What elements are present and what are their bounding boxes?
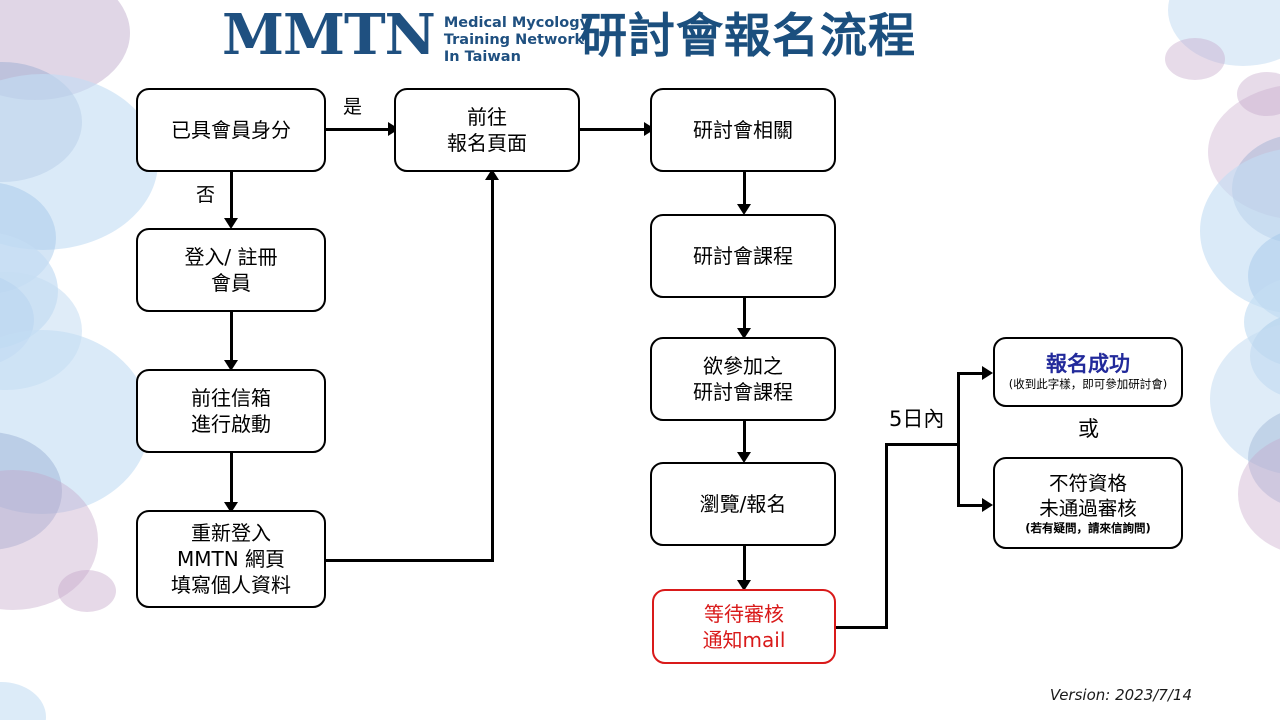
node-await-review[interactable]: 等待審核 通知mail [652,589,836,664]
connector-relogin-elbow-h [326,559,494,562]
connector-await-elbow-v1 [885,443,888,629]
bubble-decoration [0,432,62,550]
node-line: 研討會課程 [693,380,793,404]
bubble-decoration [1232,134,1280,244]
bubble-decoration [0,330,150,514]
node-line: 瀏覽/報名 [699,492,787,516]
arrowhead-down [737,452,751,463]
bubble-decoration [0,232,58,350]
node-browse-signup[interactable]: 瀏覽/報名 [650,462,836,546]
node-line: 登入/ 註冊 [184,245,278,269]
bubble-decoration [0,470,98,610]
bubble-decoration [1244,276,1280,368]
bubble-decoration [1165,38,1225,80]
bubble-decoration [58,570,116,612]
logo-subtitle-line: Training Network [443,32,585,48]
connector-to-rejected [957,504,989,507]
logo-subtitle-line: Medical Mycology [443,15,590,31]
bubble-decoration [0,182,56,294]
bubble-decoration [1238,432,1280,556]
bubble-decoration [1200,148,1280,314]
rejected-note: (若有疑問，請來信詢問) [1025,520,1151,535]
logo-subtitle: Medical Mycology Training Network In Tai… [444,15,589,66]
connector-await-elbow-h1 [836,626,888,629]
connector-to-success [957,372,989,375]
connector-relogin-elbow-v [491,178,494,560]
logo-wordmark: MMTN [222,2,436,68]
bubble-decoration [0,74,158,250]
node-desired-course[interactable]: 欲參加之 研討會課程 [650,337,836,421]
arrowhead-up [485,169,499,180]
node-member-check[interactable]: 已具會員身分 [136,88,326,172]
connector-mail-to-relogin [230,453,233,506]
node-mail-activate[interactable]: 前往信箱 進行啟動 [136,369,326,453]
success-note: (收到此字樣，即可參加研討會) [1008,377,1168,391]
arrowhead-right [982,366,993,380]
node-seminar-course[interactable]: 研討會課程 [650,214,836,298]
version-label: Version: 2023/7/14 [1049,686,1192,704]
node-line: MMTN 網頁 [176,547,286,571]
bubble-decoration [1210,322,1280,476]
arrowhead-down [224,502,238,513]
node-line: 進行啟動 [191,412,271,436]
node-line: 重新登入 [191,521,271,545]
bubble-decoration [1248,228,1280,324]
arrowhead-down [737,204,751,215]
node-seminar-related[interactable]: 研討會相關 [650,88,836,172]
arrowhead-right [644,122,655,136]
page-title: 研討會報名流程 [580,9,916,64]
bubble-decoration [1237,72,1280,116]
node-line: 欲參加之 [703,354,783,378]
node-line: 研討會課程 [693,244,793,268]
success-title: 報名成功 [1046,352,1130,376]
bubble-decoration [0,682,46,720]
arrowhead-down [224,218,238,229]
node-signup-page[interactable]: 前往 報名頁面 [394,88,580,172]
bubble-decoration [0,0,130,100]
node-success[interactable]: 報名成功 (收到此字樣，即可參加研討會) [993,337,1183,407]
node-line: 前往 [467,105,507,129]
bubble-decoration [0,272,82,390]
connector-member-to-signup [326,128,393,131]
edge-label-or: 或 [1078,417,1099,441]
edge-label-no: 否 [196,184,216,206]
node-line: 已具會員身分 [171,118,291,142]
node-line: 前往信箱 [191,386,271,410]
node-line: 會員 [211,271,251,295]
node-line: 填寫個人資料 [171,573,291,597]
node-rejected[interactable]: 不符資格 未通過審核 (若有疑問，請來信詢問) [993,457,1183,549]
edge-label-within-5-days: 5日內 [889,407,945,431]
node-line: 研討會相關 [693,118,793,142]
node-line: 報名頁面 [447,131,527,155]
arrowhead-right [388,122,399,136]
connector-desired-to-browse [743,421,746,457]
node-line: 未通過審核 [1039,496,1137,520]
bubble-decoration [1248,406,1280,510]
edge-label-yes: 是 [343,96,363,118]
connector-login-to-mail [230,312,233,364]
bubble-decoration [1250,312,1280,400]
node-line: 不符資格 [1048,471,1127,495]
node-login-register[interactable]: 登入/ 註冊 會員 [136,228,326,312]
bubble-decoration [1168,0,1280,66]
bubble-decoration [0,272,34,368]
logo-subtitle-line: In Taiwan [443,49,521,65]
connector-browse-to-await [743,546,746,586]
connector-related-to-course [743,172,746,208]
bubble-decoration [1208,84,1280,220]
node-relogin-profile[interactable]: 重新登入 MMTN 網頁 填寫個人資料 [136,510,326,608]
connector-member-to-login [230,172,233,222]
arrowhead-down [737,328,751,339]
arrowhead-down [737,580,751,591]
connector-results-split [957,372,960,506]
mmtn-logo: MMTN Medical Mycology Training Network I… [222,2,589,68]
connector-await-elbow-h2 [885,443,960,446]
node-line: 通知mail [702,627,786,652]
arrowhead-right [982,498,993,512]
connector-signup-to-related [580,128,649,131]
bubble-decoration [0,62,82,182]
node-line: 等待審核 [704,601,784,626]
arrowhead-down [224,360,238,371]
connector-course-to-desired [743,298,746,334]
